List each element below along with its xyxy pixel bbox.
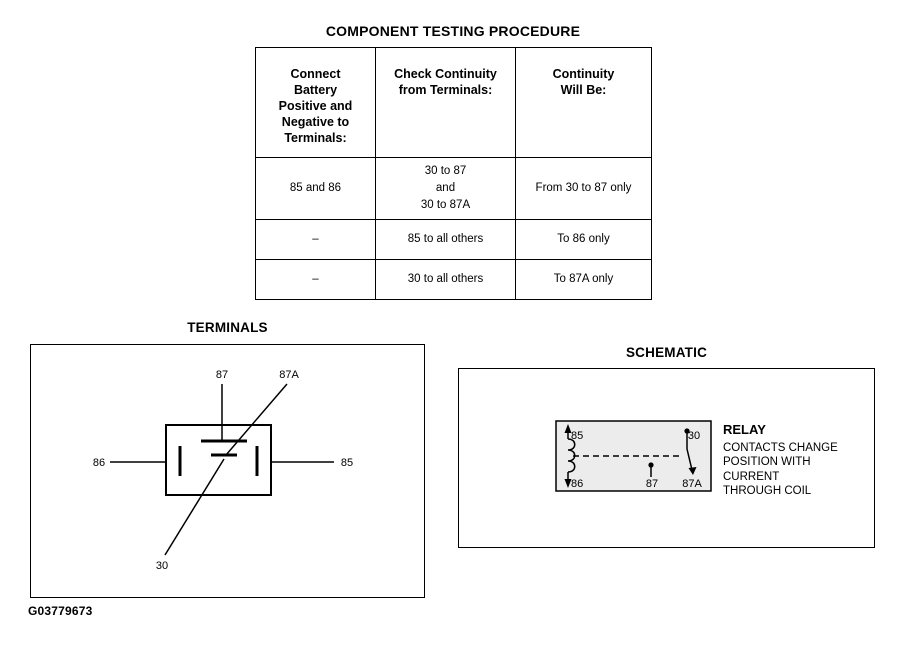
schematic-label-87a: 87A bbox=[682, 478, 702, 490]
figure-id: G03779673 bbox=[28, 604, 93, 618]
coil-bottom-arrow-icon bbox=[564, 479, 572, 488]
contact-dot-87 bbox=[648, 462, 654, 468]
schematic-label-85: 85 bbox=[571, 430, 583, 442]
schematic-label-30: 30 bbox=[688, 430, 700, 442]
table-cell: 30 to all others bbox=[375, 259, 516, 300]
table-row: – 85 to all others To 86 only bbox=[255, 219, 652, 260]
lead-line-30 bbox=[164, 458, 225, 556]
coil-top-arrow-icon bbox=[564, 424, 572, 433]
table-cell: – bbox=[255, 259, 376, 300]
table-cell: 85 and 86 bbox=[255, 157, 376, 220]
table-title: COMPONENT TESTING PROCEDURE bbox=[325, 23, 581, 39]
table-cell: 85 to all others bbox=[375, 219, 516, 260]
schematic-section-title: SCHEMATIC bbox=[625, 345, 708, 360]
terminal-label-85: 85 bbox=[341, 457, 353, 469]
terminal-label-87a: 87A bbox=[279, 369, 299, 381]
header-check-continuity: Check Continuity from Terminals: bbox=[375, 47, 516, 158]
schematic-drawing: 85 30 86 87 87A bbox=[555, 420, 712, 492]
table-row: – 30 to all others To 87A only bbox=[255, 259, 652, 300]
table-header-row: Connect Battery Positive and Negative to… bbox=[255, 47, 652, 158]
table-cell: – bbox=[255, 219, 376, 260]
relay-body-outline bbox=[165, 424, 272, 496]
terminal-label-87: 87 bbox=[216, 369, 228, 381]
terminals-drawing: 87 87A 86 85 30 bbox=[93, 369, 353, 572]
header-continuity-result: Continuity Will Be: bbox=[515, 47, 652, 158]
relay-note: CONTACTS CHANGE POSITION WITH CURRENT TH… bbox=[723, 442, 838, 498]
contact-dot-30 bbox=[684, 428, 690, 434]
table-cell: To 86 only bbox=[515, 219, 652, 260]
terminal-label-86: 86 bbox=[93, 457, 105, 469]
table-cell: To 87A only bbox=[515, 259, 652, 300]
lead-line-87a bbox=[225, 383, 288, 456]
schematic-diagram: 85 30 86 87 87A RELAY CONTACTS CHANGE PO… bbox=[458, 368, 875, 548]
contact-arm-arrow-icon bbox=[688, 467, 697, 475]
header-connect-battery: Connect Battery Positive and Negative to… bbox=[255, 47, 376, 158]
terminals-section-title: TERMINALS bbox=[187, 320, 268, 335]
table-row: 85 and 86 30 to 87 and 30 to 87A From 30… bbox=[255, 157, 652, 220]
terminal-label-30: 30 bbox=[156, 560, 168, 572]
terminals-diagram: 87 87A 86 85 30 bbox=[30, 344, 425, 598]
component-testing-table: Connect Battery Positive and Negative to… bbox=[255, 47, 652, 300]
contact-arm bbox=[686, 448, 693, 471]
schematic-label-87: 87 bbox=[646, 478, 658, 490]
schematic-label-86: 86 bbox=[571, 478, 583, 490]
relay-title: RELAY bbox=[723, 422, 766, 437]
table-cell: 30 to 87 and 30 to 87A bbox=[375, 157, 516, 220]
table-cell: From 30 to 87 only bbox=[515, 157, 652, 220]
